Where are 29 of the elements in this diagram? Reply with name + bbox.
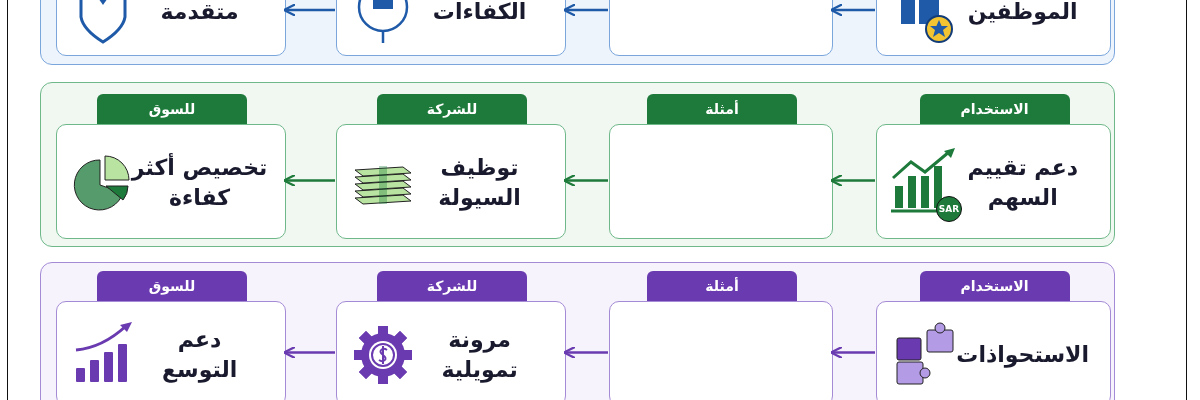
- panel-background: [40, 262, 1115, 400]
- arrow: [282, 345, 335, 360]
- card-label: دعم التوسع: [160, 325, 239, 385]
- tab: للسوق: [97, 271, 247, 301]
- arrow: [282, 3, 335, 17]
- tab: أمثلة: [647, 271, 797, 301]
- card-label: الموظفين: [966, 0, 1079, 27]
- card-label: الكفاءات: [431, 0, 528, 26]
- tab: للشركة: [377, 94, 527, 124]
- card-label: متقدمة: [159, 0, 240, 26]
- arrow: [562, 345, 608, 360]
- tab: الاستخدام: [919, 271, 1070, 301]
- arrow: [562, 173, 608, 188]
- card-label: توظيف السيولة: [437, 153, 522, 213]
- tab: للشركة: [377, 271, 527, 301]
- arrow: [282, 173, 335, 188]
- card-label: الاستحواذات: [955, 340, 1090, 370]
- arrow: [829, 345, 875, 360]
- arrow: [829, 173, 875, 188]
- card-label: تخصيص أكثر كفاءة: [129, 152, 269, 212]
- arrow: [562, 3, 608, 17]
- tab: للسوق: [97, 94, 247, 124]
- card-label: مرونة تمويلية: [440, 325, 519, 385]
- tab: الاستخدام: [919, 94, 1070, 124]
- currency-badge: SAR: [936, 195, 962, 222]
- tab: أمثلة: [647, 94, 797, 124]
- arrow: [829, 3, 875, 17]
- panel-background: [40, 82, 1115, 247]
- card-label: دعم تقييم السهم: [966, 153, 1079, 213]
